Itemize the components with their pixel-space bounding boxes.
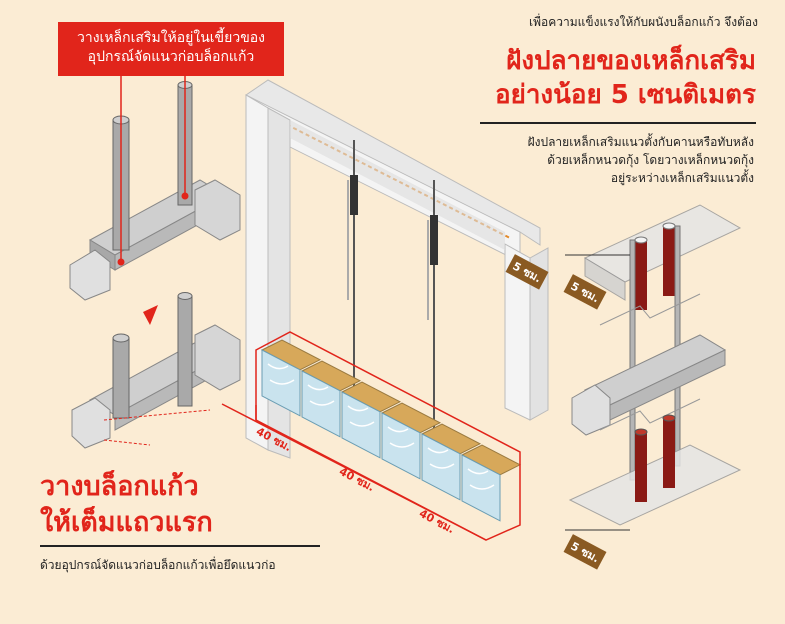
glass-texture [307, 384, 335, 406]
glass-block-row [260, 339, 522, 522]
rebar-tie-1 [350, 175, 358, 215]
headline-line-2: อย่างน้อย 5 เซนติเมตร [494, 80, 756, 110]
callout-line-1: วางเหล็กเสริมให้อยู่ในเขี้ยวของ [76, 30, 266, 46]
glass-texture [387, 426, 415, 448]
aligner-detail-top [69, 76, 241, 301]
rebar-embed-detail [565, 204, 742, 531]
embed-note-line-2: ด้วยเหล็กหนวดกุ้ง โดยวางเหล็กหนวดกุ้ง [547, 153, 754, 167]
wall-frame [245, 79, 549, 459]
down-arrow-icon [143, 305, 158, 325]
divider-left [40, 545, 320, 547]
left-heading: วางบล็อกแก้ว ให้เต็มแถวแรก [40, 469, 300, 541]
aligner-detail-bottom [71, 292, 241, 449]
headline-line-1: ฝังปลายของเหล็กเสริม [506, 46, 756, 76]
callout-box: วางเหล็กเสริมให้อยู่ในเขี้ยวของ อุปกรณ์จ… [58, 22, 284, 76]
dimension-outline [221, 331, 521, 541]
left-heading-line-2: ให้เต็มแถวแรก [40, 507, 213, 538]
glass-texture [427, 447, 455, 469]
glass-texture [467, 468, 495, 490]
left-heading-line-1: วางบล็อกแก้ว [40, 471, 199, 502]
headline: ฝังปลายของเหล็กเสริม อย่างน้อย 5 เซนติเม… [450, 44, 756, 112]
glass-texture [347, 405, 375, 427]
divider [480, 122, 756, 124]
left-note: ด้วยอุปกรณ์จัดแนวก่อบล็อกแก้วเพื่อยึดแนว… [40, 558, 276, 572]
callout-line-2: อุปกรณ์จัดแนวก่อบล็อกแก้ว [87, 49, 255, 65]
rebar-tie-2 [430, 215, 438, 265]
headline-intro: เพื่อความแข็งแรงให้กับผนังบล็อกแก้ว จึงต… [529, 15, 758, 29]
embed-note-line-1: ฝังปลายเหล็กเสริมแนวตั้งกับคานหรือทับหลั… [527, 135, 754, 149]
embed-note-line-3: อยู่ระหว่างเหล็กเสริมแนวตั้ง [610, 171, 754, 185]
embed-note: ฝังปลายเหล็กเสริมแนวตั้งกับคานหรือทับหลั… [448, 133, 754, 187]
glass-texture [267, 363, 295, 385]
